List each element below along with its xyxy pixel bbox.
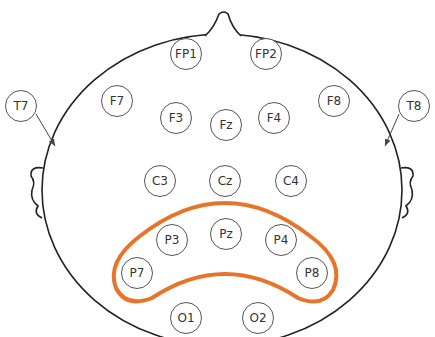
electrode-circle: P8	[296, 257, 328, 289]
electrode-circle: F7	[101, 85, 133, 117]
left-ear	[31, 168, 43, 218]
electrode-circle: P7	[121, 257, 153, 289]
electrode-label: O2	[249, 312, 266, 324]
electrode-label: C3	[152, 175, 168, 187]
electrode-label: F3	[169, 112, 184, 124]
electrode-circle: T7	[5, 90, 37, 122]
electrode-circle: P4	[265, 224, 297, 256]
electrode-circle: F3	[160, 102, 192, 134]
electrode-circle: Fz	[210, 109, 242, 141]
highlight-region	[114, 203, 337, 302]
electrode-circle: F4	[258, 102, 290, 134]
electrode-circle: P3	[156, 224, 188, 256]
electrode-label: P8	[305, 267, 320, 279]
electrode-label: P4	[274, 234, 289, 246]
electrode-circle: O1	[170, 302, 202, 334]
electrode-label: F7	[110, 95, 125, 107]
electrode-label: T8	[407, 100, 422, 112]
leader-arrow	[385, 114, 399, 146]
electrode-circle: T8	[398, 90, 430, 122]
electrode-label: P3	[165, 234, 180, 246]
nose	[205, 12, 241, 36]
electrode-circle: O2	[242, 302, 274, 334]
electrode-circle: F8	[318, 85, 350, 117]
electrode-label: C4	[283, 175, 299, 187]
electrode-label: Cz	[218, 175, 233, 187]
electrode-circle: C3	[144, 165, 176, 197]
electrode-circle: Cz	[209, 165, 241, 197]
electrode-label: F4	[267, 112, 282, 124]
electrode-label: Pz	[219, 228, 233, 240]
head-outline	[42, 34, 402, 337]
electrode-label: FP2	[255, 48, 277, 60]
electrode-label: Fz	[219, 119, 232, 131]
electrode-label: F8	[327, 95, 342, 107]
leader-arrow	[36, 114, 55, 146]
electrode-label: T7	[14, 100, 29, 112]
electrode-circle: FP1	[170, 38, 202, 70]
right-ear	[401, 168, 413, 218]
electrode-label: P7	[130, 267, 145, 279]
electrode-circle: FP2	[250, 38, 282, 70]
electrode-label: O1	[177, 312, 194, 324]
electrode-circle: C4	[275, 165, 307, 197]
electrode-circle: Pz	[210, 218, 242, 250]
electrode-label: FP1	[175, 48, 197, 60]
